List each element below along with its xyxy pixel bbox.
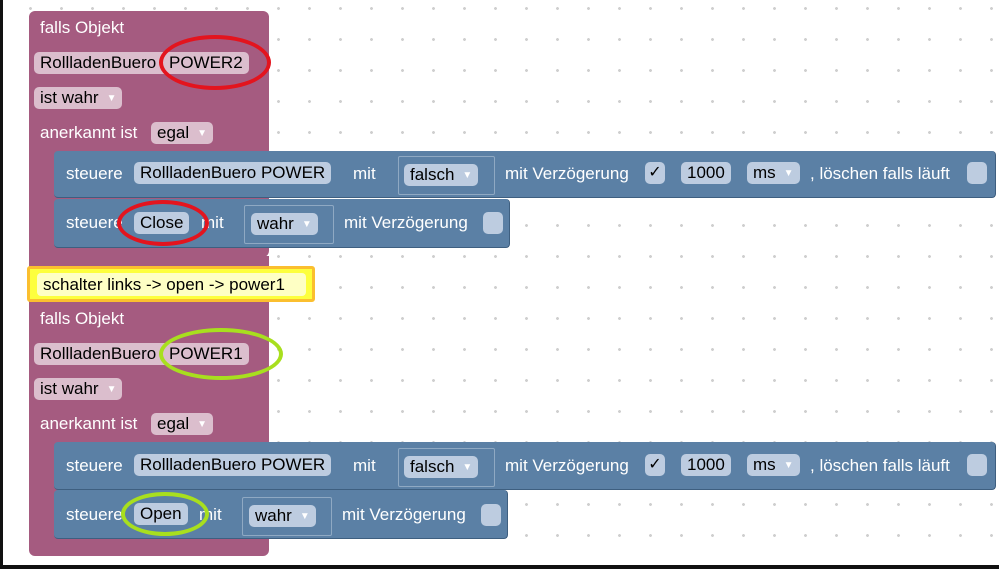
clear-checkbox[interactable] [967,454,987,476]
target-field[interactable]: RollladenBuero POWER [134,454,332,476]
comment-text[interactable]: schalter links -> open -> power1 [37,273,306,296]
value: falsch [410,457,455,476]
delay-ms-input[interactable]: 1000 [681,162,731,184]
unit-dropdown[interactable]: ms ▼ [747,162,800,184]
delay-checkbox[interactable] [483,212,503,234]
mit-label: mit [199,505,222,524]
value-dropdown[interactable]: wahr ▼ [251,213,318,235]
dropdown-arrow-icon: ▼ [783,460,794,471]
object-suffix: POWER2 [168,53,243,72]
condition-value: ist wahr [40,88,99,107]
comment-block[interactable]: schalter links -> open -> power1 [27,266,315,302]
block-2-ack-dropdown[interactable]: egal ▼ [151,413,214,435]
delay-ms-value: 1000 [687,455,725,474]
dropdown-arrow-icon: ▼ [197,419,208,430]
mit-label: mit [201,213,224,232]
bottom-border [0,565,999,569]
block-1-object-field[interactable]: RollladenBuero POWER2 [34,52,249,74]
dropdown-arrow-icon: ▼ [106,384,117,395]
block-1-spine [29,140,55,270]
dropdown-arrow-icon: ▼ [462,462,473,473]
ack-value: egal [157,123,190,142]
value-dropdown[interactable]: falsch ▼ [404,164,479,186]
dropdown-arrow-icon: ▼ [299,511,310,522]
unit-value: ms [753,163,776,182]
block-1-ack-dropdown[interactable]: egal ▼ [151,122,214,144]
object-prefix: RollladenBuero [40,53,157,72]
delay-ms-input[interactable]: 1000 [681,454,731,476]
steuere-label: steuere [66,164,123,183]
steuere-label: steuere [66,213,123,232]
block-1-title: falls Objekt [40,18,125,37]
ack-value: egal [157,414,190,433]
target-field[interactable]: Close [134,212,190,234]
block-2-object-field[interactable]: RollladenBuero POWER1 [34,343,249,365]
block-1-condition-dropdown[interactable]: ist wahr ▼ [34,87,123,109]
dropdown-arrow-icon: ▼ [301,219,312,230]
target-field[interactable]: RollladenBuero POWER [134,162,332,184]
block-2-title: falls Objekt [40,309,125,328]
value: wahr [255,506,292,525]
unit-dropdown[interactable]: ms ▼ [747,454,800,476]
unit-value: ms [753,455,776,474]
delay-ms-value: 1000 [687,163,725,182]
mit-label: mit [353,456,376,475]
delay-checkbox[interactable] [481,504,501,526]
target-value: Open [140,504,182,523]
clear-checkbox[interactable] [967,162,987,184]
condition-value: ist wahr [40,379,99,398]
delay-label: mit Verzögerung [505,164,629,183]
object-suffix: POWER1 [168,344,243,363]
dropdown-arrow-icon: ▼ [462,170,473,181]
target-value: RollladenBuero POWER [140,455,326,474]
delay-label: mit Verzögerung [505,456,629,475]
value-dropdown[interactable]: wahr ▼ [249,505,316,527]
target-value: Close [140,213,184,232]
delay-checkbox[interactable]: ✓ [645,162,665,184]
delay-checkbox[interactable]: ✓ [645,454,665,476]
value: falsch [410,165,455,184]
clear-label: , löschen falls läuft [810,456,950,475]
dropdown-arrow-icon: ▼ [106,93,117,104]
delay-label: mit Verzögerung [344,213,468,232]
block-2-ack-label: anerkannt ist [40,414,138,433]
value: wahr [257,214,294,233]
delay-label: mit Verzögerung [342,505,466,524]
steuere-label: steuere [66,456,123,475]
target-value: RollladenBuero POWER [140,163,326,182]
clear-label: , löschen falls läuft [810,164,950,183]
target-field[interactable]: Open [134,503,188,525]
dropdown-arrow-icon: ▼ [783,168,794,179]
mit-label: mit [353,164,376,183]
block-2-condition-dropdown[interactable]: ist wahr ▼ [34,378,123,400]
object-prefix: RollladenBuero [40,344,157,363]
dropdown-arrow-icon: ▼ [197,128,208,139]
value-dropdown[interactable]: falsch ▼ [404,456,479,478]
steuere-label: steuere [66,505,123,524]
block-1-ack-label: anerkannt ist [40,123,138,142]
